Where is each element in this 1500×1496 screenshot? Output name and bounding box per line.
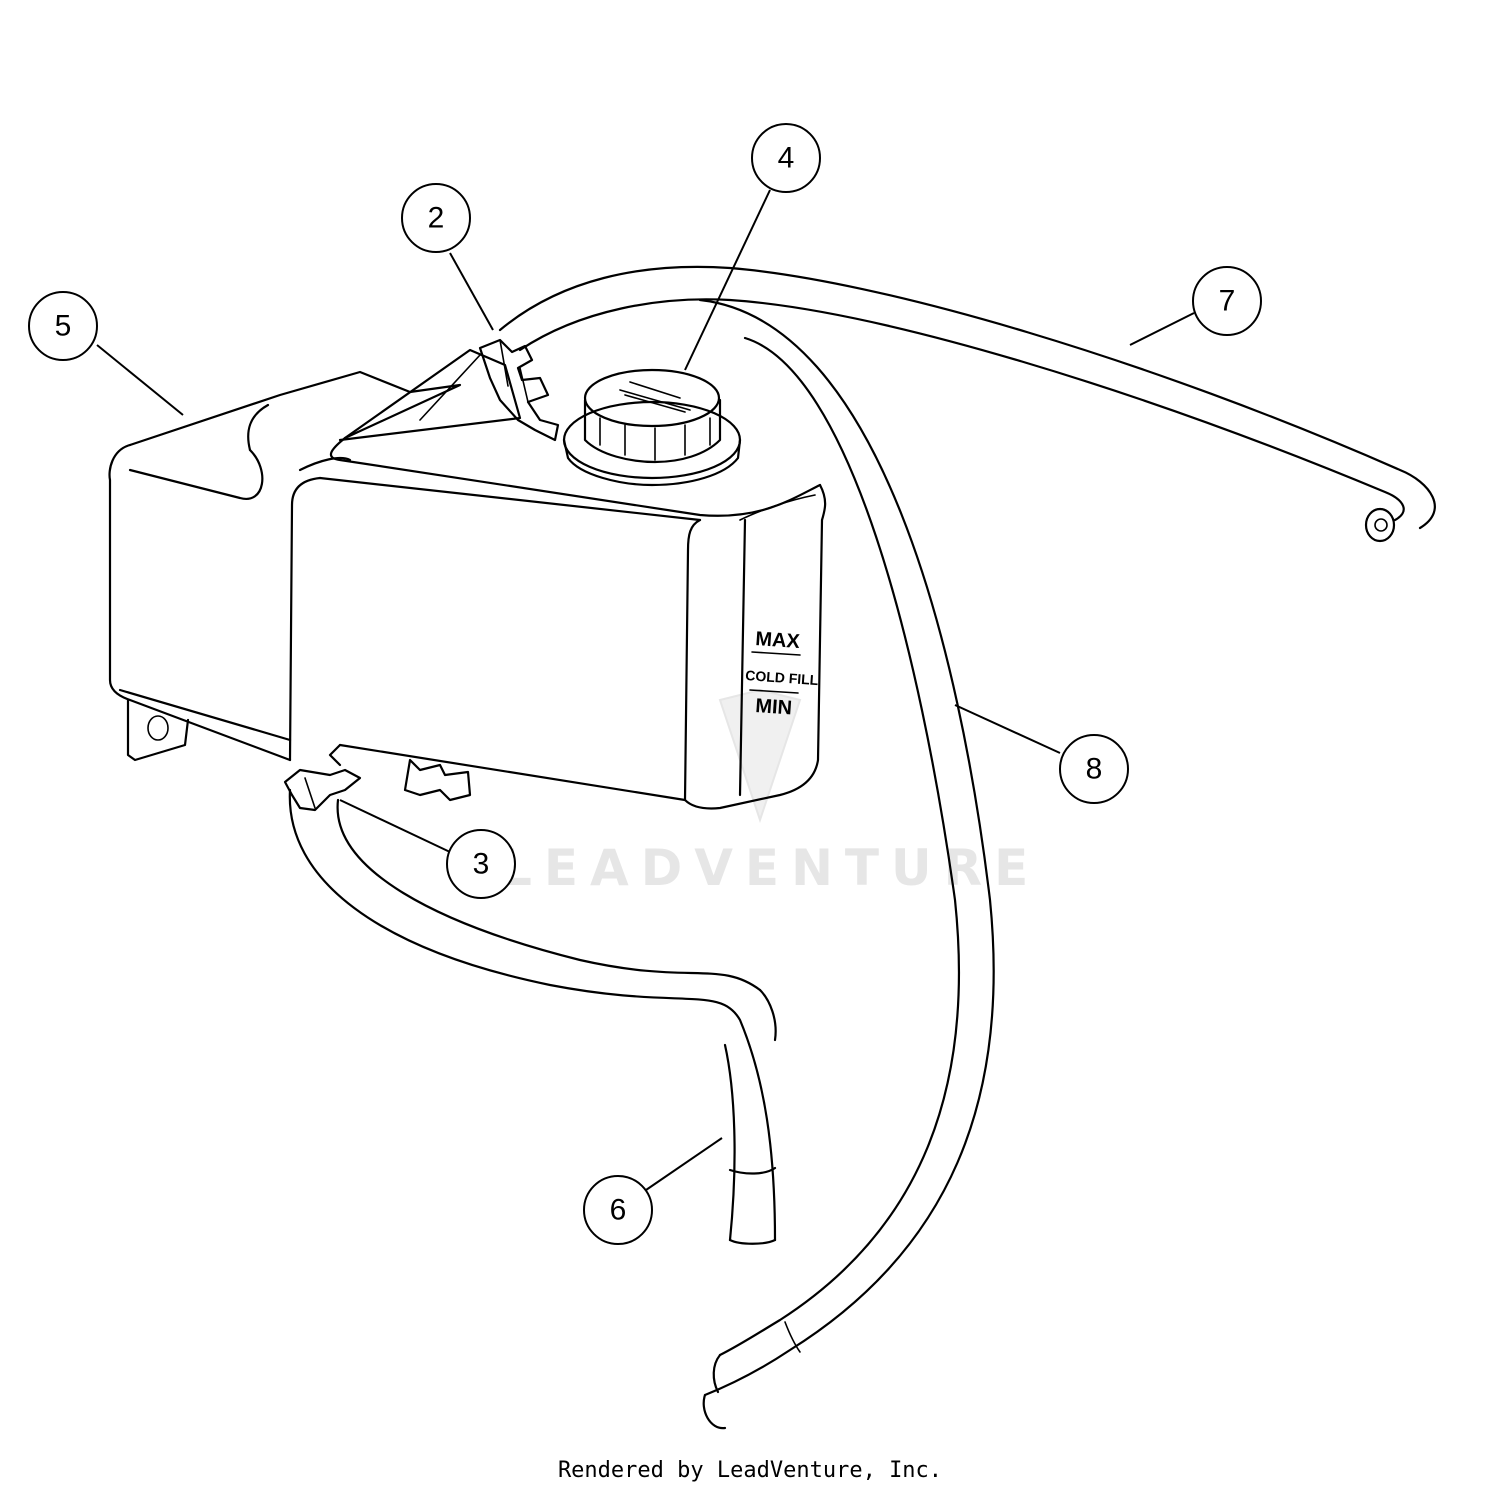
lower-hose bbox=[288, 788, 777, 1245]
watermark-text: LEADVENTURE bbox=[500, 839, 1040, 897]
callout-8-number: 8 bbox=[1086, 753, 1103, 786]
callout-6[interactable]: 6 bbox=[583, 1175, 653, 1245]
callout-4[interactable]: 4 bbox=[751, 123, 821, 193]
callout-7[interactable]: 7 bbox=[1192, 266, 1262, 336]
radiator-cap bbox=[562, 368, 742, 487]
callout-4-number: 4 bbox=[778, 142, 795, 175]
callout-7-number: 7 bbox=[1219, 285, 1236, 318]
watermark-logo-icon bbox=[718, 688, 802, 824]
overflow-hose bbox=[498, 265, 1436, 543]
callout-6-number: 6 bbox=[610, 1194, 627, 1227]
callout-5[interactable]: 5 bbox=[28, 291, 98, 361]
min-label: MIN bbox=[755, 695, 793, 720]
max-label: MAX bbox=[755, 628, 802, 653]
callout-8[interactable]: 8 bbox=[1059, 734, 1129, 804]
callout-2[interactable]: 2 bbox=[401, 183, 471, 253]
credit-text: Rendered by LeadVenture, Inc. bbox=[557, 1458, 943, 1483]
long-hose bbox=[698, 298, 995, 1430]
hose-clamp-upper bbox=[478, 338, 560, 442]
hose-clamp-lower bbox=[283, 768, 362, 812]
callout-5-number: 5 bbox=[55, 310, 72, 343]
leader-lines bbox=[96, 189, 1195, 1191]
coolant-reservoir bbox=[108, 348, 827, 810]
callout-3-number: 3 bbox=[473, 848, 490, 881]
callout-2-number: 2 bbox=[428, 202, 445, 235]
tank-level-label: MAX COLD FILL MIN bbox=[745, 628, 819, 720]
watermark: LEADVENTURE bbox=[500, 688, 1040, 897]
callout-3[interactable]: 3 bbox=[446, 829, 516, 899]
cold-fill-label: COLD FILL bbox=[745, 667, 819, 688]
